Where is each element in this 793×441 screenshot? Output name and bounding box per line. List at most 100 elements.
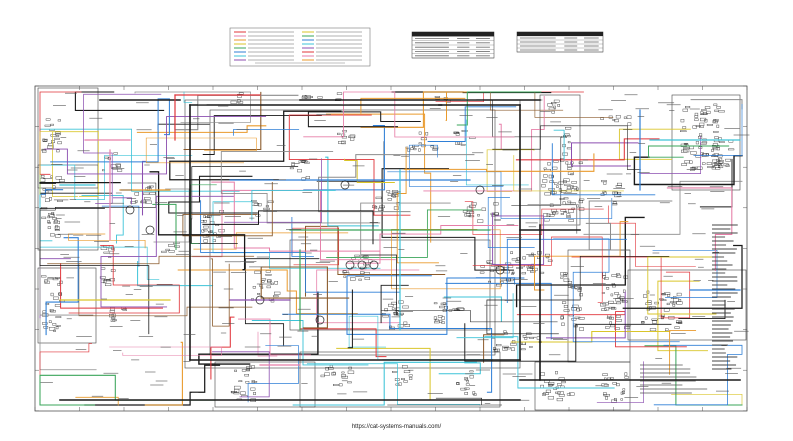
connector-pin (253, 392, 256, 395)
connector-pin (388, 303, 394, 307)
table-header (517, 32, 603, 36)
connector-pin (560, 272, 567, 276)
component-symbol (357, 260, 367, 270)
wire (657, 280, 708, 352)
connector-pin (544, 192, 551, 196)
connector-pin (571, 181, 577, 184)
wire (141, 160, 146, 216)
connector-pin (689, 160, 693, 164)
connector-pin (610, 293, 614, 297)
wire (288, 114, 411, 216)
connector-pin (418, 142, 422, 145)
connector-pin (500, 278, 507, 281)
connector-pin (168, 250, 175, 253)
wire (483, 334, 505, 363)
connector-pin (549, 180, 554, 183)
wire (671, 393, 743, 406)
connector-pin (614, 327, 620, 330)
connector-pin (104, 283, 112, 287)
connector-pin (560, 316, 564, 320)
connector-pin (145, 200, 152, 204)
wire (456, 91, 542, 126)
connector-pin (461, 129, 468, 132)
wire (316, 269, 420, 324)
connector-pin (465, 383, 470, 386)
wire (47, 255, 255, 265)
connector-pin (561, 189, 567, 193)
connector-pin (337, 132, 341, 135)
connector-pin (608, 306, 616, 310)
wire (387, 171, 613, 219)
connector-pin (570, 185, 574, 189)
connector-pin (101, 169, 105, 172)
connector-pin (317, 96, 323, 99)
connector-pin (348, 135, 355, 138)
connector-pin (387, 193, 393, 196)
connector-pin (556, 185, 559, 188)
component-table-left (411, 31, 495, 59)
connector-pin (728, 148, 735, 151)
connector-pin (456, 382, 460, 385)
connector-pin (413, 147, 417, 151)
connector-pin (460, 387, 467, 391)
connector-pin (569, 392, 575, 396)
connector-pin (603, 384, 609, 387)
wire (465, 119, 529, 186)
connector-pin (338, 141, 345, 144)
wire (456, 293, 514, 339)
connector-pin (252, 286, 256, 289)
connector-pin (503, 270, 510, 274)
connector-pin (511, 258, 518, 261)
connector-pin (437, 315, 443, 318)
component-symbol (495, 265, 505, 275)
connector-pin (50, 123, 54, 126)
connector-pin (304, 95, 311, 99)
wire (666, 187, 733, 272)
connector-pin (604, 307, 610, 311)
connector-pin (626, 115, 632, 119)
component-symbol (315, 315, 325, 325)
wire (618, 128, 691, 160)
connector-pin (433, 316, 437, 320)
connector-pin (44, 279, 48, 283)
connector-pin (661, 293, 664, 295)
connector-pin (702, 112, 707, 115)
wire (39, 258, 71, 319)
wire (100, 195, 234, 308)
connector-pin (612, 191, 618, 195)
connector-pin (566, 393, 571, 396)
connector-pin (174, 245, 181, 248)
connector-pin (161, 250, 167, 253)
connector-pin (712, 143, 718, 147)
connector-pin (469, 211, 475, 214)
connector-pin (246, 368, 250, 371)
connector-pin (464, 377, 468, 381)
connector-pin (130, 201, 137, 204)
connector-pin (494, 348, 501, 352)
connector-pin (47, 220, 50, 223)
wire (403, 153, 595, 172)
connector-pin (324, 372, 330, 376)
wire (292, 361, 477, 406)
connector-pin (690, 167, 695, 171)
connector-pin (496, 284, 502, 287)
connector-pin (203, 215, 206, 218)
connector-pin (274, 291, 281, 295)
connector-pin (400, 312, 404, 315)
connector-pin (343, 275, 347, 278)
wire (325, 156, 379, 227)
wire (45, 237, 79, 336)
connector-pin (578, 200, 584, 204)
wire (492, 125, 641, 170)
connector-pin (53, 296, 59, 300)
connector-pin (457, 141, 463, 145)
connector-pin (602, 373, 608, 376)
connector-pin (407, 148, 411, 152)
connector-pin (700, 111, 704, 116)
connector-pin (261, 278, 267, 281)
connector-pin (540, 384, 544, 389)
connector-pin (547, 162, 551, 166)
connector-pin (654, 301, 659, 305)
wire (149, 171, 246, 271)
wire (607, 205, 696, 267)
